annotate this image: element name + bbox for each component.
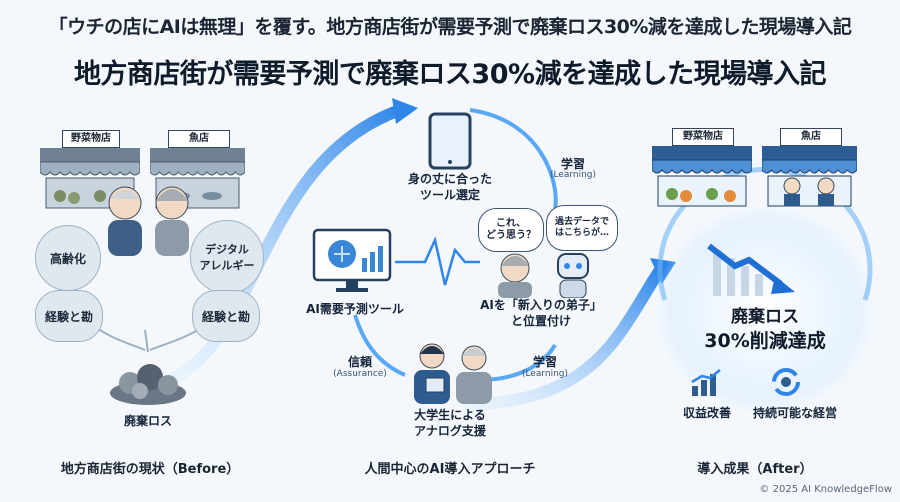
shop-sign: 魚店 [780, 128, 842, 146]
shop-icon [762, 146, 857, 207]
trust-label: 信頼 [347, 355, 372, 369]
shop-sign: 野菜物店 [672, 128, 734, 146]
monitor-brain-icon [312, 228, 392, 292]
experience-left-circle: 経験と勘 [35, 290, 103, 342]
experience-right-circle: 経験と勘 [192, 290, 260, 342]
decreasing-chart-icon [707, 243, 795, 296]
learning-bottom-en-label: (Learning) [521, 369, 569, 379]
page-title: 地方商店街が需要予測で廃棄ロス30%減を達成した現場導入記 [73, 59, 827, 90]
copyright: © 2025 AI KnowledgeFlow [759, 484, 892, 495]
before-caption: 地方商店街の現状（Before） [60, 462, 240, 477]
profit-label: 収益改善 [682, 406, 731, 420]
vegetable-shop-before: 野菜物店 [40, 130, 140, 210]
learning-top-label: 学習 [560, 157, 585, 171]
digital-allergy-circle: デジタル アレルギー [190, 220, 264, 294]
apprentice-label: AIを「新入りの弟子」 と位置付け [480, 298, 602, 328]
trust-en-label: (Assurance) [333, 369, 387, 379]
vegetable-shop-after: 野菜物店 [652, 128, 752, 208]
result-line2: 30%削減達成 [704, 330, 826, 352]
shop-icon [652, 146, 752, 207]
sustainable-label: 持続可能な経営 [752, 406, 837, 420]
approach-caption: 人間中心のAI導入アプローチ [364, 462, 536, 477]
learning-top-en-label: (Learning) [549, 170, 597, 180]
learning-bottom-label: 学習 [532, 355, 557, 369]
student-and-elder-icon [414, 343, 492, 404]
robot-speech-bubble: 過去データで はこちらが… [546, 205, 618, 251]
tablet-icon [428, 112, 472, 170]
support-label: 大学生による アナログ支援 [414, 408, 486, 438]
shop-sign: 魚店 [168, 130, 230, 148]
owner-and-robot-icon [498, 253, 589, 298]
fish-shop-after: 魚店 [762, 128, 857, 208]
owner-speech-bubble: これ、 どう思う？ [478, 208, 544, 252]
elderly-owners-icon [108, 186, 189, 256]
aging-circle: 高齢化 [35, 225, 101, 291]
profit-chart-icon [691, 369, 721, 396]
subtitle: 「ウチの店にAIは無理」を覆す。地方商店街が需要予測で廃棄ロス30%減を達成した… [48, 16, 852, 38]
waste-label: 廃棄ロス [123, 414, 172, 428]
result-line1: 廃棄ロス [731, 307, 799, 327]
after-caption: 導入成果（After） [697, 462, 813, 477]
sustainable-cycle-icon [772, 368, 800, 396]
tool-fit-label: 身の丈に合った ツール選定 [407, 172, 492, 202]
ai-tool-label: AI需要予測ツール [306, 302, 404, 316]
waste-pile-icon [110, 364, 186, 405]
shop-sign: 野菜物店 [62, 130, 120, 148]
